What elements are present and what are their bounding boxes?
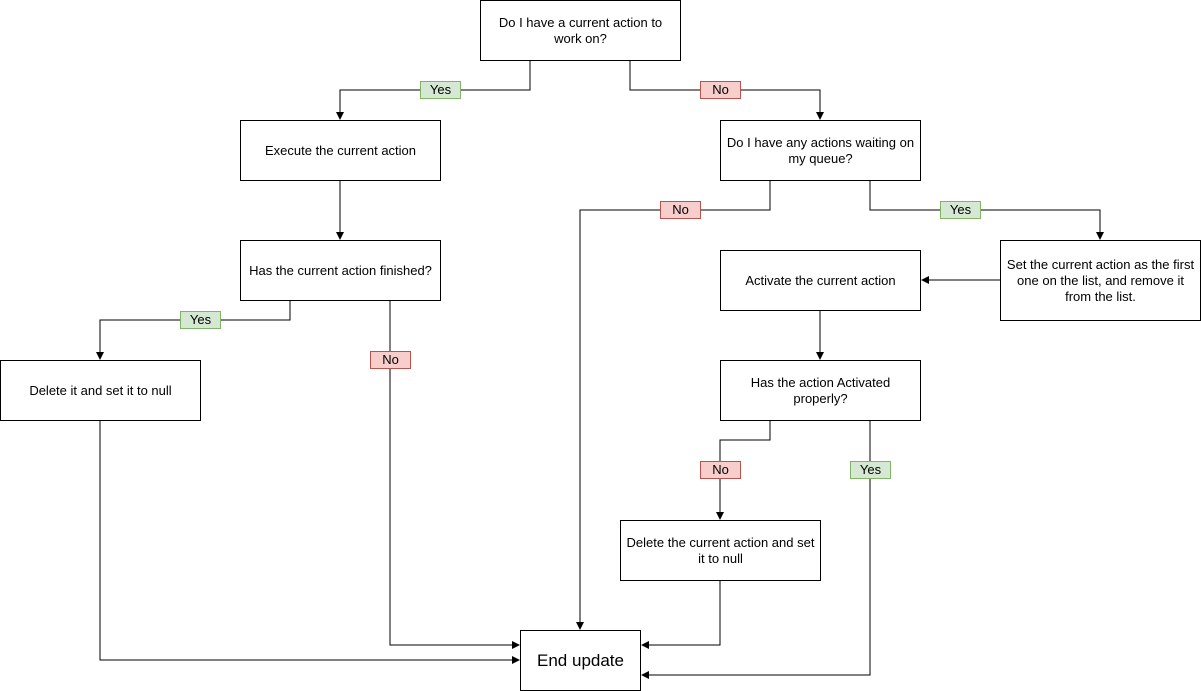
node-finished-question: Has the current action finished? [240,240,441,301]
label-finished-yes: Yes [180,311,221,329]
node-set-first-action: Set the current action as the first one … [1000,240,1201,321]
edge-delete-end [99,420,520,664]
label-current-no: No [700,81,741,99]
node-current-action-question: Do I have a current action to work on? [480,0,681,61]
edge-finished-no [389,300,520,649]
edge-activated-no [716,420,771,520]
edge-deletecurrent-end [641,580,721,649]
label-activated-yes: Yes [850,461,891,479]
node-execute-current-action: Execute the current action [240,120,441,181]
edge-queue-yes [869,180,1104,240]
label-finished-no: No [370,351,411,369]
edge-activated-yes [641,420,871,679]
label-activated-no: No [700,461,741,479]
label-current-yes: Yes [420,81,461,99]
node-delete-set-null: Delete it and set it to null [0,360,201,421]
node-delete-current-action: Delete the current action and set it to … [620,520,821,581]
node-end-update: End update [520,630,641,691]
node-activated-question: Has the action Activated properly? [720,360,921,421]
label-queue-no: No [660,201,701,219]
node-activate-current-action: Activate the current action [720,250,921,311]
label-queue-yes: Yes [940,201,981,219]
node-queue-question: Do I have any actions waiting on my queu… [720,120,921,181]
edge-finished-yes [96,300,291,360]
